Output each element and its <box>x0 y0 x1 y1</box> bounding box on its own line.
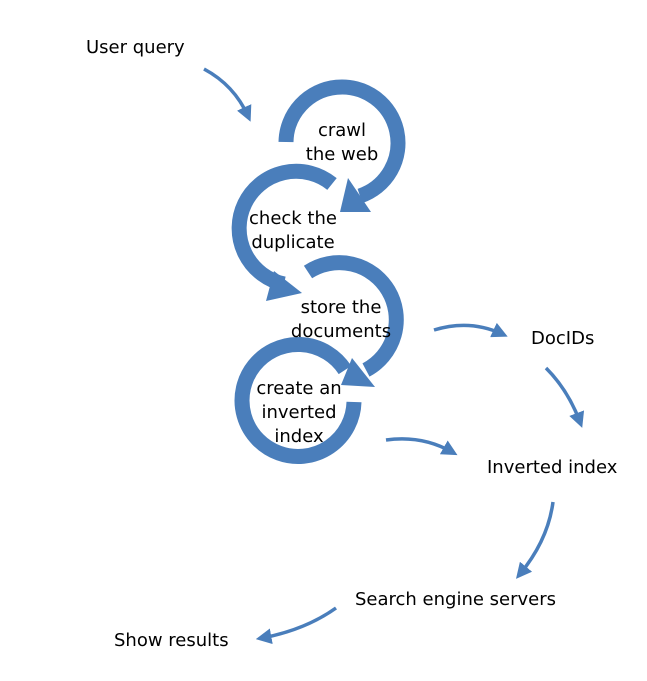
show-results-label: Show results <box>114 630 229 651</box>
cycle-arrow-crawl <box>278 79 406 212</box>
step-crawl-line1: crawl <box>317 120 367 141</box>
step-create-index-label: create an inverted index <box>256 377 341 449</box>
arrow-docids-to-inverted-index <box>544 366 585 428</box>
arrow-servers-to-results <box>255 606 338 645</box>
step-store-documents-line2: documents <box>290 321 392 342</box>
step-crawl-line2: the web <box>305 144 379 165</box>
arrow-query-to-cycle <box>203 67 252 122</box>
docids-label: DocIDs <box>531 328 595 349</box>
user-query-label: User query <box>86 37 185 58</box>
arrow-to-docids <box>433 322 508 338</box>
step-create-index-line1: create an <box>256 378 342 399</box>
search-engine-servers-label: Search engine servers <box>355 589 557 610</box>
step-store-documents-line1: store the <box>300 297 382 318</box>
step-crawl-label: crawl the web <box>306 119 378 167</box>
step-create-index-line3: index <box>274 426 324 447</box>
step-check-duplicate-line2: duplicate <box>251 232 335 253</box>
arrow-cycle-to-inverted-index <box>385 437 458 456</box>
step-store-documents-label: store the documents <box>291 296 391 344</box>
cycle-arrow-create-index <box>234 336 362 464</box>
inverted-index-label: Inverted index <box>487 457 618 478</box>
step-check-duplicate-label: check the duplicate <box>249 207 337 255</box>
cycle-arrow-check-duplicate <box>231 163 337 301</box>
step-check-duplicate-line1: check the <box>249 208 337 229</box>
step-create-index-line2: inverted <box>261 402 337 423</box>
arrow-inverted-index-to-servers <box>515 501 555 579</box>
